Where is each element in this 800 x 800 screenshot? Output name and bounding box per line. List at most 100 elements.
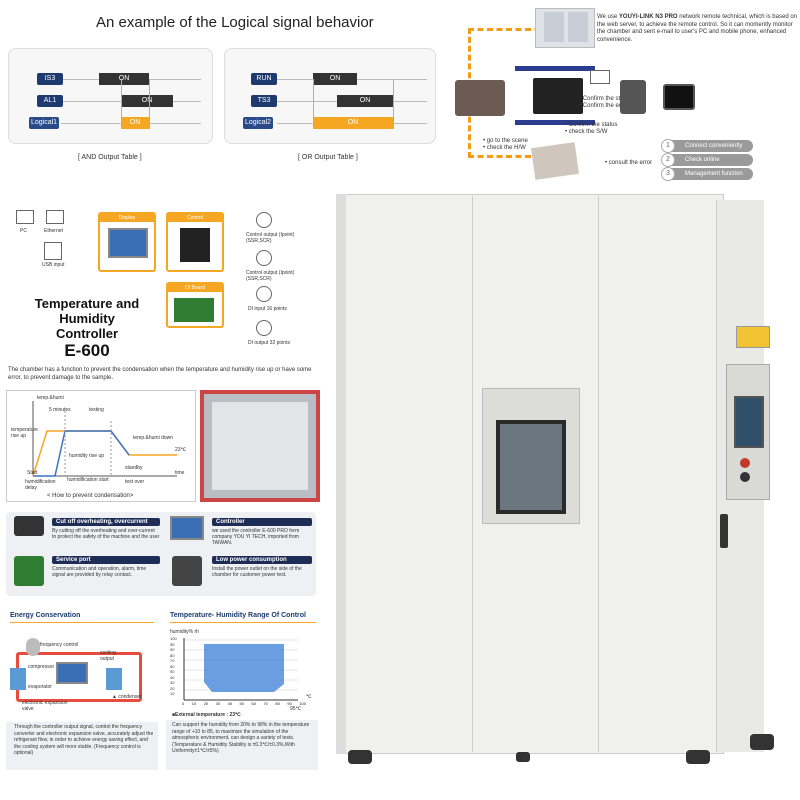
out2-label: Control output (Ipoint) (SSR,SCR) — [246, 270, 295, 282]
lbl-temp-down: temp.&humi down — [133, 435, 174, 441]
brand-name: YOUYI-LINK N3 PRO — [618, 14, 678, 20]
ytick: 70 — [170, 658, 175, 663]
ytick: 40 — [170, 674, 175, 680]
feature-title: Cut off overheating, overcurrent — [52, 518, 160, 526]
ytick: 95 — [170, 641, 175, 647]
check-hw: • check the H/W — [483, 145, 526, 151]
phone-photo — [620, 80, 646, 114]
lbl-temp-rise: temperature rise up — [11, 427, 38, 439]
ytick: 100 — [170, 636, 177, 641]
di-board-label: DI Board — [168, 284, 222, 292]
feature-text: By cutting off the overheating and over-… — [52, 528, 160, 540]
xtick: 70 — [263, 701, 268, 706]
control-label: Control — [168, 214, 222, 222]
hand-photo — [455, 80, 505, 116]
xtick: 50 — [239, 701, 244, 706]
energy-desc-box — [6, 722, 158, 770]
chamber-cabinet — [336, 188, 780, 764]
range-desc: Can support the humidity from 20% to 98%… — [172, 722, 310, 754]
range-title: Temperature- Humidity Range Of Control — [170, 612, 306, 619]
condensation-caption: < How to prevent condensation> — [47, 493, 134, 499]
lbl-testing: testing — [89, 407, 104, 413]
energy-diagram: frequency control cooling output compres… — [8, 628, 158, 720]
usb-icon — [44, 242, 62, 260]
display-screen — [108, 228, 148, 258]
warning-label — [736, 326, 770, 348]
ytick: 30 — [170, 680, 175, 685]
usb-label: USB input — [42, 262, 65, 268]
signal-label: Logical1 — [29, 117, 59, 129]
range-ylabel: humidity% rh — [170, 629, 199, 635]
ytick: 10 — [170, 691, 175, 696]
caster-wheel — [750, 734, 774, 750]
email-icon — [590, 70, 610, 84]
x-unit: ℃ — [306, 694, 312, 700]
ethernet-icon — [46, 210, 64, 224]
lbl-23c: 23℃ — [175, 447, 187, 453]
ethernet-label: Ethernet — [44, 228, 63, 234]
logic-title: An example of the Logical signal behavio… — [96, 14, 374, 31]
confirm-error: • Confirm the error — [579, 103, 629, 109]
controller-title-line1: Temperature and Humidity — [34, 296, 140, 326]
lbl-cooling: cooling output — [100, 650, 116, 662]
signal-label: IS3 — [37, 73, 63, 85]
controller-model: E-600 — [64, 341, 110, 360]
x-extra: 95℃ — [290, 706, 302, 712]
controller-touchscreen[interactable] — [734, 396, 764, 448]
power-button[interactable] — [740, 458, 750, 468]
di-board-pcb — [174, 298, 214, 322]
do32-icon — [256, 320, 272, 336]
door-handle[interactable] — [720, 514, 728, 548]
ytick: 50 — [170, 669, 175, 674]
xtick: 40 — [227, 701, 233, 706]
xtick: 0 — [182, 701, 185, 706]
out2-icon — [256, 250, 272, 266]
di16-label: DI input 16 points — [248, 306, 287, 312]
ytick: 80 — [170, 652, 175, 658]
pc-icon — [16, 210, 34, 224]
confirm-status-2: • Confirm the status — [565, 122, 618, 128]
signal-label: Logical2 — [243, 117, 273, 129]
feature-title: Service port — [52, 556, 160, 564]
lbl-five-min: 5 minutes — [49, 407, 71, 413]
lbl-start: Start — [27, 470, 38, 476]
lbl-humidity-rise: humidity rise up — [69, 453, 105, 459]
range-desc-box — [166, 720, 318, 770]
server-icon — [533, 78, 583, 114]
lbl-standby: standby — [125, 465, 143, 471]
caster-wheel — [516, 752, 530, 762]
and-caption: [ AND Output Table ] — [78, 154, 142, 161]
lbl-humid-start: humidification start — [67, 477, 109, 483]
range-chart: 100 95 90 80 70 60 50 40 30 20 10 0 10 2… — [170, 634, 316, 714]
on-pulse: ON — [121, 95, 173, 107]
confirm-status: • Confirm the status — [579, 96, 632, 102]
stop-button[interactable] — [740, 472, 750, 482]
lbl-time: time — [175, 470, 185, 476]
on-pulse: ON — [337, 95, 393, 107]
tablet-icon — [663, 84, 695, 110]
on-pulse: ON — [313, 73, 357, 85]
condensation-intro: The chamber has a function to prevent th… — [8, 367, 312, 381]
evaporator-icon — [10, 668, 26, 690]
power-outlet-icon — [172, 556, 202, 586]
lbl-temp-humi: temp.&humi — [37, 395, 64, 401]
display-label: Display — [100, 214, 154, 222]
cutoff-icon — [14, 516, 44, 536]
lbl-condenser: ▲ condenser — [112, 694, 142, 700]
lbl-evaporator: evaporator — [28, 684, 52, 690]
caster-wheel — [348, 750, 372, 764]
condenser-icon — [106, 668, 122, 690]
lbl-humid-delay: humidification delay — [25, 479, 56, 491]
controller-diagram: PC Ethernet USB input Display Control DI… — [8, 190, 320, 362]
do32-label: DI output 32 points — [248, 340, 290, 346]
signal-label: RUN — [251, 73, 277, 85]
service-port-icon — [14, 556, 44, 586]
condensation-chart: temp.&humi 5 minutes testing temperature… — [6, 390, 196, 502]
energy-title: Energy Conservation — [10, 612, 81, 619]
network-panel: We use YOUYI-LINK N3 PRO network remote … — [455, 0, 800, 182]
ext-temp: ■External temperature : 23℃ — [172, 712, 241, 718]
compressor-icon — [26, 638, 40, 656]
caster-wheel — [686, 750, 710, 764]
feature-text: Install the power outlet on the side of … — [212, 566, 302, 578]
